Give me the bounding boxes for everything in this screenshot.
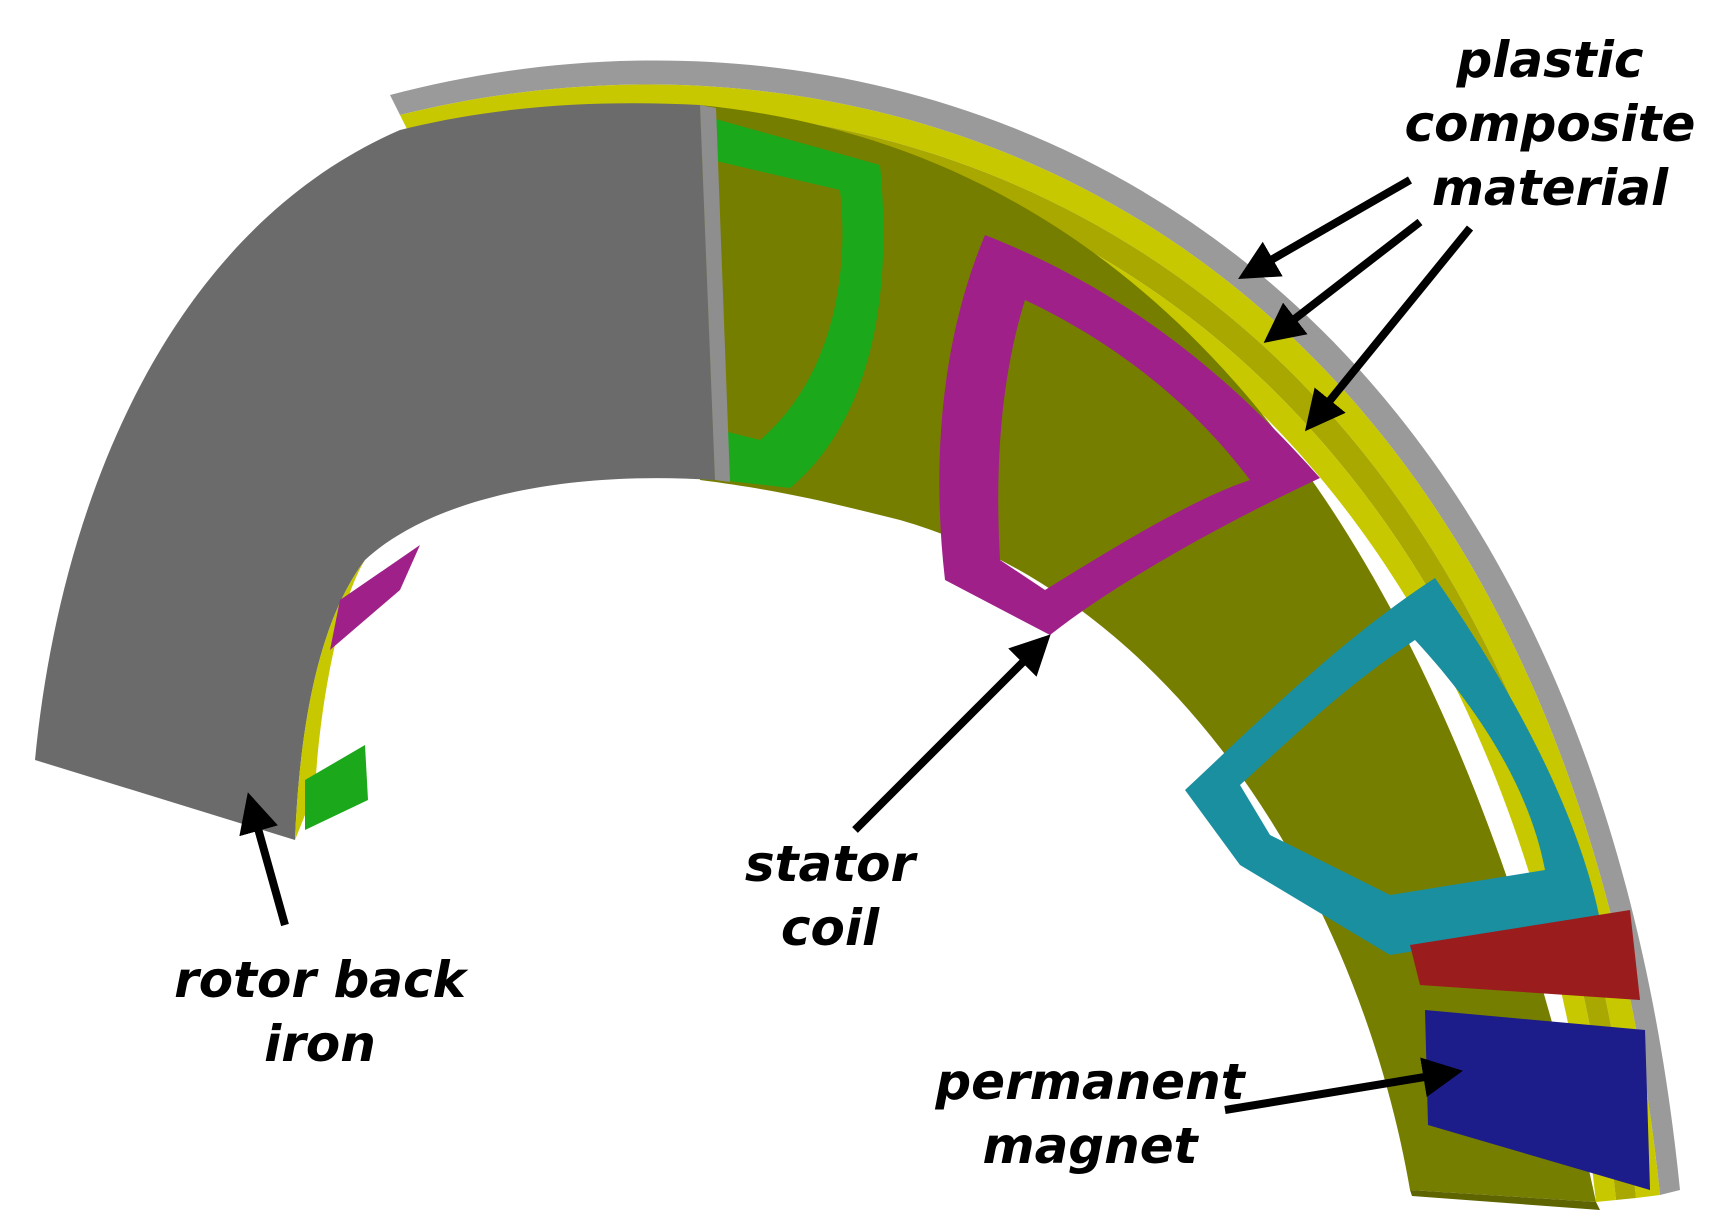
rotor-back-iron — [35, 103, 715, 841]
arrow-permanent-magnet — [1224, 1057, 1463, 1114]
label-plastic-composite-material: plastic composite material — [1390, 28, 1710, 220]
label-line: plastic — [1456, 31, 1644, 89]
label-line: stator — [744, 835, 916, 893]
stator-coil-magenta — [939, 235, 1320, 635]
label-line: permanent — [935, 1053, 1245, 1111]
stator-coil-cyan — [1185, 578, 1600, 955]
label-line: magnet — [982, 1117, 1198, 1175]
permanent-magnet-red — [1410, 910, 1640, 1000]
permanent-magnet-blue — [1425, 1010, 1650, 1190]
rotor-back-iron-edge — [700, 105, 730, 482]
label-line: material — [1431, 159, 1669, 217]
arrow-plastic-2 — [1263, 218, 1423, 343]
label-line: rotor back — [174, 951, 466, 1009]
arrow-stator-coil — [852, 634, 1051, 833]
stator-composite-side — [1410, 1190, 1600, 1210]
arrow-plastic-1 — [1238, 176, 1412, 279]
rotor-inner-composite — [295, 560, 365, 840]
label-line: iron — [264, 1015, 376, 1073]
label-permanent-magnet: permanent magnet — [920, 1050, 1260, 1178]
label-rotor-back-iron: rotor back iron — [150, 948, 490, 1076]
label-line: composite — [1404, 95, 1696, 153]
arrow-rotor-back-iron — [239, 792, 289, 927]
label-stator-coil: stator coil — [720, 832, 940, 960]
label-line: coil — [780, 899, 880, 957]
rotor-inner-magenta — [330, 545, 420, 650]
stator-coil-green — [712, 118, 884, 488]
rotor-inner-green — [305, 745, 368, 830]
arrow-plastic-3 — [1304, 225, 1474, 432]
